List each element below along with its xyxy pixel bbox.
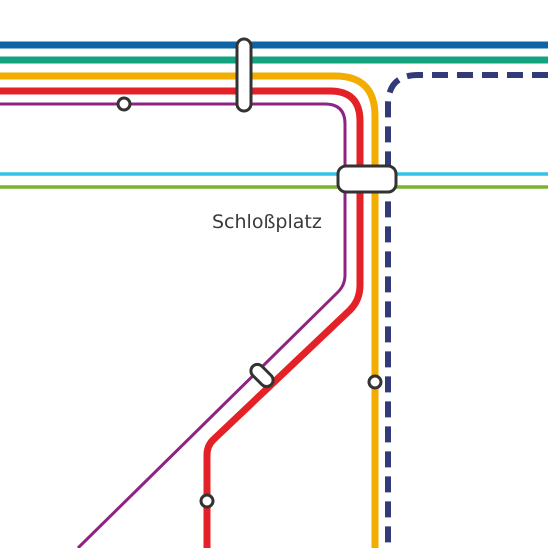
station-schlossplatz[interactable] (336, 164, 398, 194)
line-red (0, 87, 364, 548)
station-stop-red-bottom[interactable] (199, 493, 215, 509)
line-purple (0, 102, 347, 548)
station-interchange-top[interactable] (235, 37, 253, 113)
line-navy-dashed (385, 72, 548, 548)
station-label-schlossplatz: Schloßplatz (212, 211, 322, 233)
line-yellow (0, 72, 379, 548)
station-stop-yellow[interactable] (367, 374, 383, 390)
station-stop-purple-top[interactable] (116, 96, 132, 112)
station-interchange-diagonal[interactable] (248, 362, 276, 390)
